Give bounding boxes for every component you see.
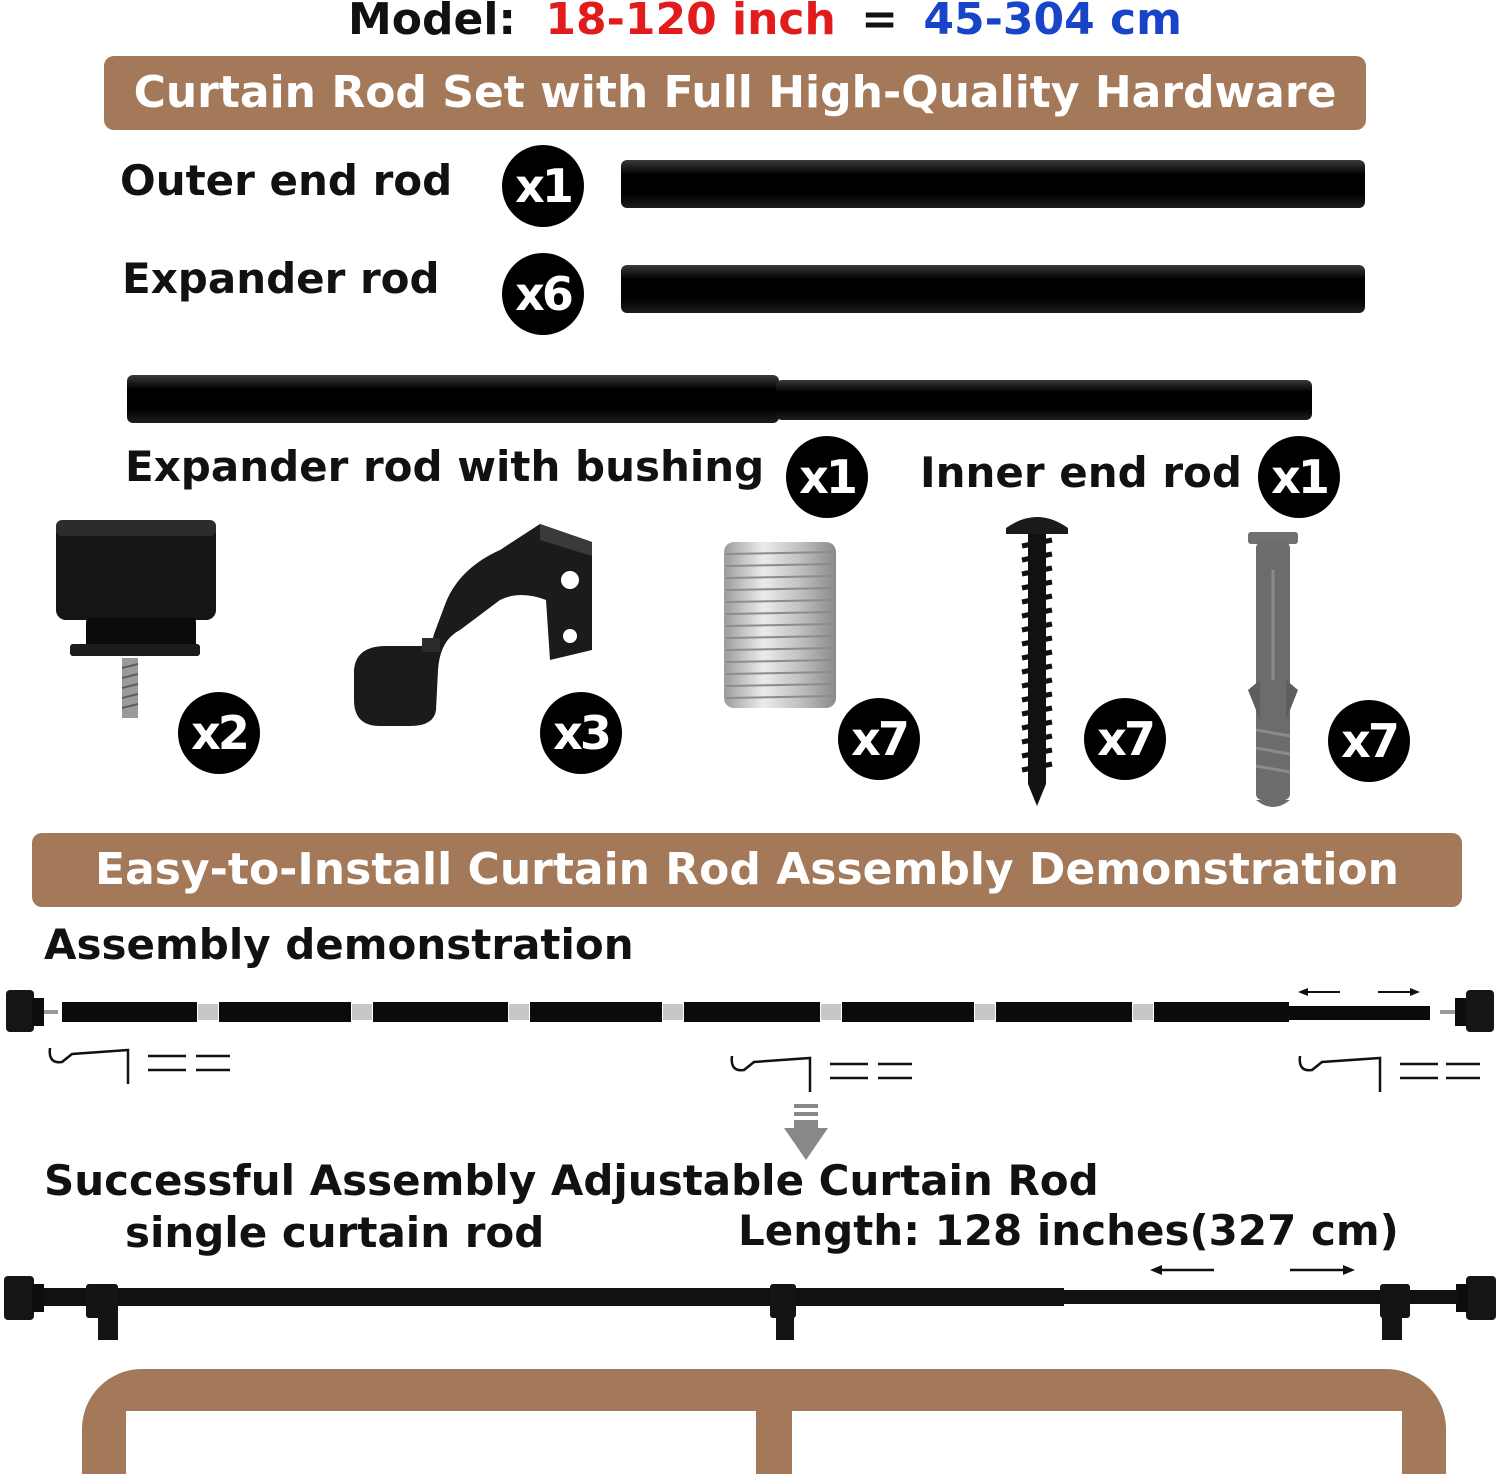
screw-qty: x7 bbox=[1084, 698, 1166, 780]
model-label: Model: bbox=[348, 0, 517, 45]
model-line: Model: 18-120 inch = 45-304 cm bbox=[348, 0, 1182, 46]
outer-end-rod-image bbox=[621, 160, 1365, 208]
hardware-banner: Curtain Rod Set with Full High-Quality H… bbox=[104, 56, 1366, 130]
expander-rod-bushing-qty: x1 bbox=[786, 436, 868, 518]
exploded-rod-diagram bbox=[6, 988, 1494, 1092]
assembly-banner-title: Easy-to-Install Curtain Rod Assembly Dem… bbox=[95, 844, 1399, 895]
hardware-banner-title: Curtain Rod Set with Full High-Quality H… bbox=[133, 67, 1337, 118]
length-label: Length: 128 inches(327 cm) bbox=[738, 1206, 1399, 1255]
screw-icon bbox=[1006, 517, 1068, 806]
wall-anchor-qty: x7 bbox=[1328, 700, 1410, 782]
down-arrow-icon bbox=[784, 1104, 828, 1160]
expander-rod-qty: x6 bbox=[502, 253, 584, 335]
inner-end-rod-qty: x1 bbox=[1258, 436, 1340, 518]
success-subtitle: single curtain rod bbox=[125, 1208, 545, 1257]
bracket-icon bbox=[354, 524, 592, 726]
model-cm: 45-304 cm bbox=[923, 0, 1182, 45]
bushing-icon bbox=[724, 542, 836, 708]
outer-end-rod-label: Outer end rod bbox=[120, 156, 453, 205]
expander-rod-bushing-image-narrow bbox=[776, 380, 1312, 420]
success-title: Successful Assembly Adjustable Curtain R… bbox=[44, 1156, 1099, 1205]
expander-rod-label: Expander rod bbox=[122, 254, 440, 303]
model-inch: 18-120 inch bbox=[545, 0, 836, 45]
outer-end-rod-qty: x1 bbox=[502, 145, 584, 227]
bushing-qty: x7 bbox=[838, 698, 920, 780]
assembly-title: Assembly demonstration bbox=[44, 920, 634, 969]
window-pane-left bbox=[126, 1411, 756, 1474]
finial-icon bbox=[56, 520, 216, 718]
assembly-banner: Easy-to-Install Curtain Rod Assembly Dem… bbox=[32, 833, 1462, 907]
model-equals: = bbox=[861, 0, 899, 45]
assembled-rod-diagram bbox=[4, 1265, 1496, 1340]
inner-end-rod-label: Inner end rod bbox=[920, 448, 1242, 497]
bracket-qty: x3 bbox=[540, 692, 622, 774]
wall-anchor-icon bbox=[1248, 532, 1298, 807]
finial-qty: x2 bbox=[178, 692, 260, 774]
expander-rod-bushing-image-wide bbox=[127, 375, 779, 423]
expander-rod-bushing-label: Expander rod with bushing bbox=[125, 442, 765, 491]
expander-rod-image bbox=[621, 265, 1365, 313]
window-pane-right bbox=[792, 1411, 1402, 1474]
